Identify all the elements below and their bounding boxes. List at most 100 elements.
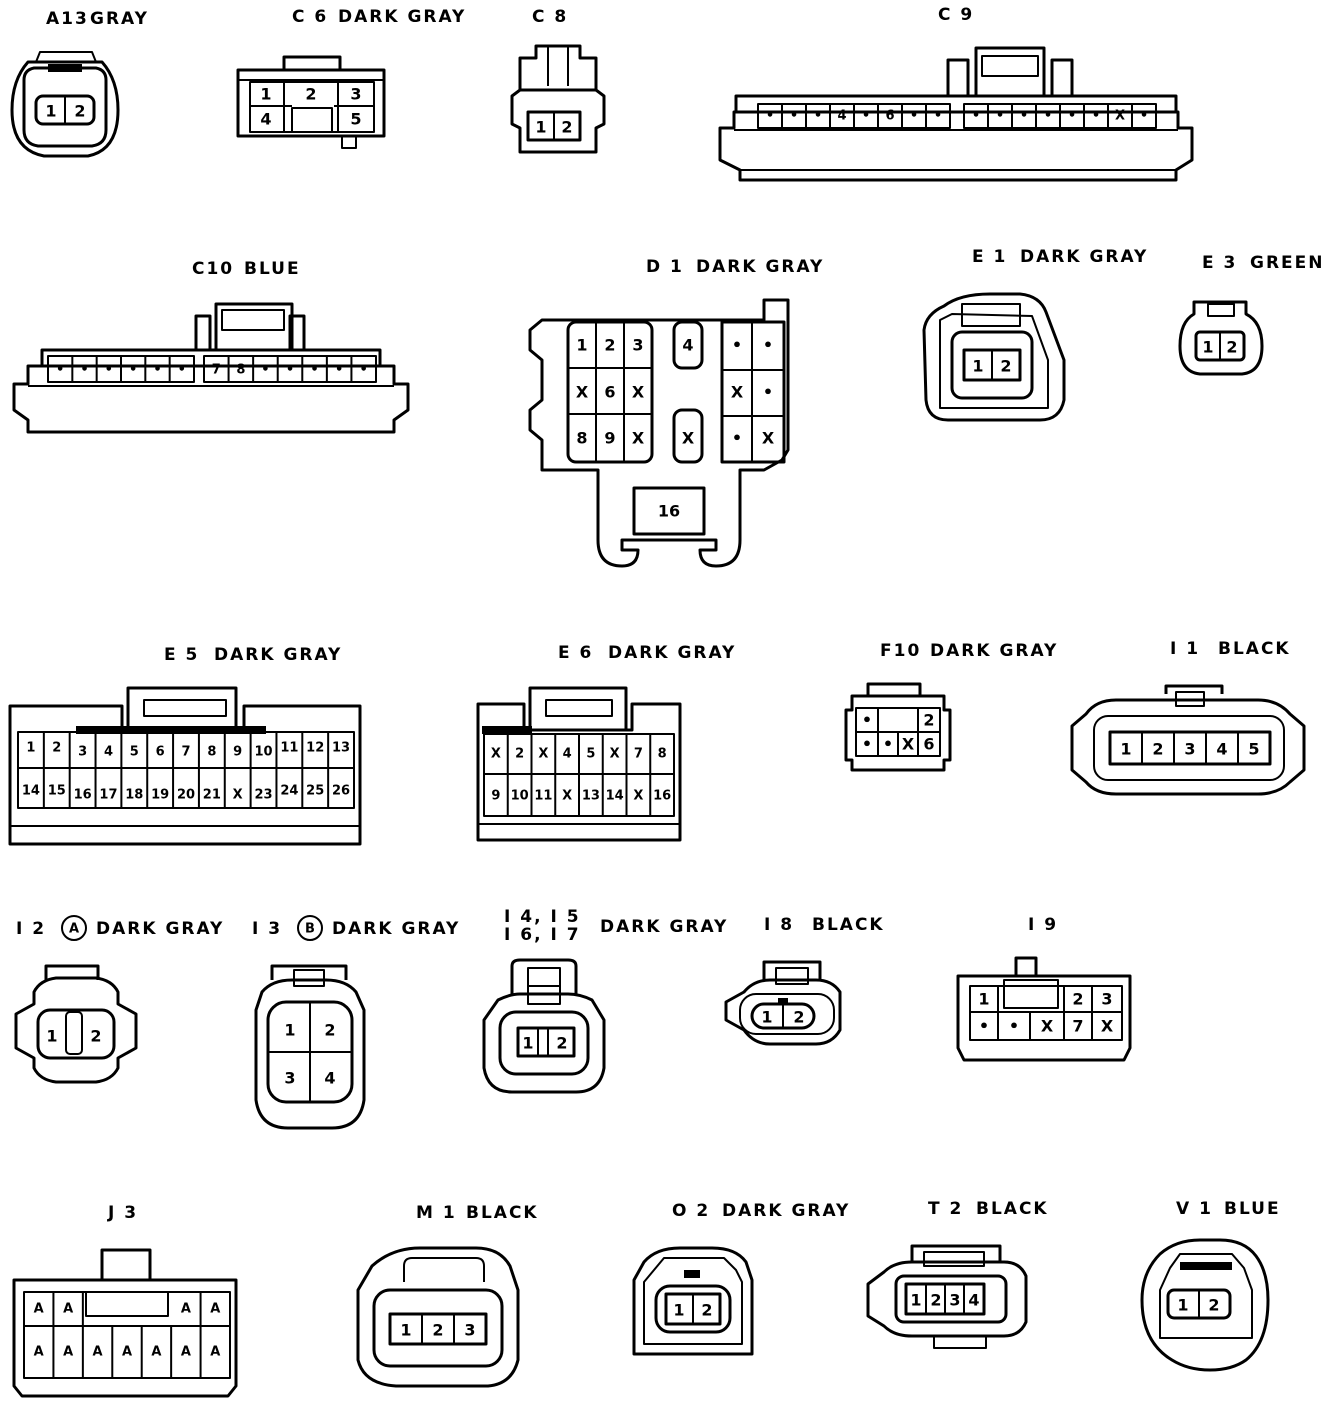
pin: 3 (632, 336, 643, 355)
pin: • (310, 363, 318, 378)
connector-i4-i7: I 4, I 5 I 6, I 7 DARK GRAY 1 2 (482, 907, 726, 1094)
pin: 6 (885, 109, 894, 124)
pin: 2 (74, 102, 85, 121)
connector-i2: I 2 A DARK GRAY 1 2 (14, 915, 222, 1084)
connector-i3: I 3 B DARK GRAY 1 2 3 4 (252, 915, 458, 1130)
pin: 4 (563, 747, 572, 762)
pin: • (732, 336, 742, 355)
connector-c9-label: C 9 (938, 5, 974, 25)
pin: A (151, 1345, 161, 1360)
pin: 5 (130, 745, 139, 760)
pin: 2 (90, 1027, 101, 1046)
badge-b: B (305, 922, 315, 937)
pin: X (731, 383, 744, 402)
pin: 1 (260, 85, 271, 104)
connector-o2-color: DARK GRAY (722, 1201, 850, 1221)
pin: • (1068, 109, 1076, 124)
pin: • (790, 109, 798, 124)
pin: 1 (1202, 338, 1213, 357)
connector-m1-label: M 1 (416, 1203, 457, 1223)
pin: 7 (212, 363, 221, 378)
connector-i8-label: I 8 (764, 915, 794, 935)
pin: • (1092, 109, 1100, 124)
pin: 8 (236, 363, 245, 378)
pin: X (538, 747, 548, 762)
connector-t2-color: BLACK (976, 1199, 1049, 1219)
pin: • (286, 363, 294, 378)
connector-c6-color: DARK GRAY (338, 7, 466, 27)
connector-c6: C 6 DARK GRAY 1 2 3 4 5 (236, 7, 466, 149)
pin: 1 (522, 1034, 533, 1053)
pin: • (129, 363, 137, 378)
pin: 2 (923, 711, 934, 730)
connector-e3-label: E 3 (1202, 253, 1237, 273)
pin: 18 (125, 788, 143, 803)
connector-i2-label: I 2 (16, 919, 46, 939)
pin: 11 (534, 789, 552, 804)
pin: A (34, 1345, 44, 1360)
pin: 4 (260, 110, 271, 129)
connector-v1-label: V 1 (1176, 1199, 1213, 1219)
pin: • (883, 735, 893, 754)
pin: X (902, 735, 915, 754)
pin: 15 (48, 784, 66, 799)
pin: 4 (104, 745, 113, 760)
pin: 1 (284, 1021, 295, 1040)
connector-i4-label-b: I 6, I 7 (504, 925, 581, 945)
pin: 16 (658, 502, 680, 521)
pin: • (732, 429, 742, 448)
pin: 2 (793, 1008, 804, 1027)
pin: 2 (1226, 338, 1237, 357)
connector-a13-color: GRAY (90, 9, 149, 29)
pin: A (63, 1302, 73, 1317)
pin: 1 (673, 1301, 684, 1320)
pin: • (763, 383, 773, 402)
pin: 1 (46, 1027, 57, 1046)
pin: X (562, 789, 572, 804)
pin: 2 (1208, 1296, 1219, 1315)
pin: • (972, 109, 980, 124)
connector-c9: C 9 •••4•6••••••••X• (718, 5, 1194, 182)
pin: X (632, 383, 645, 402)
pin: 3 (350, 85, 361, 104)
pin: • (56, 363, 64, 378)
connector-f10: F10 DARK GRAY • 2 • • X 6 (844, 641, 1058, 772)
pin: 2 (515, 747, 524, 762)
pin: 2 (324, 1021, 335, 1040)
connector-i1: I 1 BLACK 1 2 3 4 5 (1070, 639, 1306, 796)
connector-d1: D 1 DARK GRAY 1 2 3 4 • • X 6 X X • 8 9 … (528, 257, 822, 568)
connector-e3-color: GREEN (1250, 253, 1325, 273)
pin: 5 (586, 747, 595, 762)
connector-o2: O 2 DARK GRAY 1 2 (632, 1201, 850, 1356)
pin: 8 (658, 747, 667, 762)
pin: 3 (949, 1291, 960, 1310)
pin: 3 (284, 1069, 295, 1088)
pin: X (682, 429, 695, 448)
connector-m1: M 1 BLACK 1 2 3 (356, 1203, 537, 1388)
pin: 6 (156, 745, 165, 760)
pin: 3 (1184, 740, 1195, 759)
pin: • (261, 363, 269, 378)
connector-f10-color: DARK GRAY (930, 641, 1058, 661)
pin: X (632, 429, 645, 448)
pin: 2 (930, 1291, 941, 1310)
pin: 1 (910, 1291, 921, 1310)
pin: 14 (606, 789, 624, 804)
pin: 5 (350, 110, 361, 129)
pin: A (181, 1345, 191, 1360)
pin: A (93, 1345, 103, 1360)
connector-i1-label: I 1 (1170, 639, 1200, 659)
pin: 26 (332, 784, 350, 799)
pin: A (181, 1302, 191, 1317)
connector-i4-label-a: I 4, I 5 (504, 907, 581, 927)
pin: 13 (582, 789, 600, 804)
pin: A (122, 1345, 132, 1360)
pin: A (63, 1345, 73, 1360)
pin: X (1101, 1017, 1114, 1036)
connector-f10-label: F10 (880, 641, 921, 661)
